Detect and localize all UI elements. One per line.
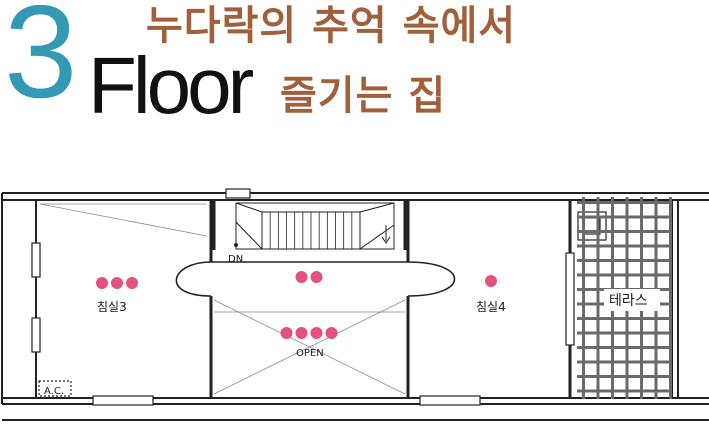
hall-dots (295, 271, 323, 283)
ac-label: A.C. (44, 386, 64, 397)
terrace-grid-bar (577, 375, 672, 378)
marker-dot (126, 277, 138, 289)
terrace-grid-bar (577, 201, 672, 204)
marker-dot (295, 327, 308, 339)
terrace-grid-bar (577, 331, 672, 335)
interior-walls (209, 200, 572, 398)
curved-partitions (175, 261, 456, 297)
terrace-grid-bar (669, 197, 672, 399)
marker-dot (96, 277, 108, 289)
terrace-grid-bar (577, 244, 672, 248)
terrace-grid-bar (582, 197, 585, 399)
bedroom-4-label: 침실4 (476, 300, 506, 314)
marker-dot (325, 327, 338, 339)
marker-dot (310, 271, 323, 283)
terrace-grid-bar (577, 360, 672, 364)
bedroom-3-label: 침실3 (97, 300, 127, 314)
ceiling-lines (39, 203, 406, 395)
marker-dot (295, 271, 308, 283)
marker-dot (310, 327, 323, 339)
terrace-grid-bar (577, 317, 672, 320)
open-dots (280, 327, 338, 339)
terrace-grid-bar (577, 389, 672, 393)
marker-dot (111, 277, 123, 289)
terrace-label: 테라스 (609, 293, 648, 309)
bedroom-3-dots (96, 277, 138, 289)
terrace-grid-bar (596, 197, 600, 399)
open-label: OPEN (296, 348, 324, 359)
staircase (234, 202, 395, 250)
stair-label: DN (228, 254, 243, 265)
terrace-grid-bar (577, 259, 672, 262)
title-line-2: 즐기는 집 (280, 73, 447, 119)
floor-word: Floor (88, 41, 254, 130)
marker-dot (280, 327, 293, 339)
outer-walls (1, 192, 709, 421)
bedroom-4-dots (485, 275, 497, 287)
title-line-1: 누다락의 추억 속에서 (146, 3, 517, 49)
windows (31, 188, 607, 406)
terrace-grid-bar (577, 230, 672, 233)
floor-number: 3 (4, 0, 77, 125)
terrace-grid-bar (577, 346, 672, 349)
terrace-grid-bar (577, 215, 672, 219)
marker-dot (485, 275, 497, 287)
terrace-grid-bar (577, 273, 672, 277)
terrace-label-bg (604, 289, 660, 311)
